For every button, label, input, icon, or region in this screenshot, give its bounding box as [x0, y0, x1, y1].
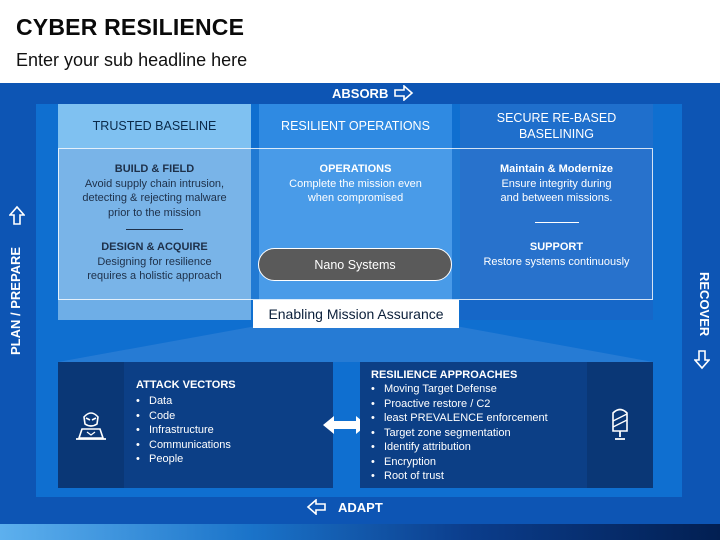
icon-cell — [58, 362, 124, 488]
heading-line: BASELINING — [518, 127, 594, 141]
attack-vectors-list: Data Code Infrastructure Communications … — [136, 394, 231, 467]
arrow-left-icon — [306, 499, 326, 515]
list-item: Moving Target Defense — [371, 382, 548, 397]
block-line: Restore systems continuously — [483, 255, 630, 268]
hacker-laptop-icon — [76, 412, 106, 440]
list-item: Code — [136, 409, 231, 424]
list-item: Data — [136, 394, 231, 409]
attack-vectors-box: ATTACK VECTORS Data Code Infrastructure … — [58, 362, 333, 488]
list-item: People — [136, 452, 231, 467]
resilience-approaches-box: RESILIENCE APPROACHES Moving Target Defe… — [360, 362, 653, 488]
column-secure-rebased: SECURE RE-BASED BASELINING Maintain & Mo… — [460, 104, 653, 320]
adapt-label: ADAPT — [338, 500, 383, 515]
column-heading: RESILIENT OPERATIONS — [259, 104, 452, 148]
list-item: Proactive restore / C2 — [371, 397, 548, 412]
list-item: Target zone segmentation — [371, 426, 548, 441]
arrow-right-icon — [394, 85, 414, 101]
maintain-modernize-block: Maintain & Modernize Ensure integrity du… — [468, 162, 645, 206]
page-subtitle: Enter your sub headline here — [16, 50, 248, 70]
block-title: OPERATIONS — [319, 163, 392, 175]
block-title: BUILD & FIELD — [114, 163, 195, 175]
list-item: least PREVALENCE enforcement — [371, 411, 548, 426]
list-item: Identify attribution — [371, 440, 548, 455]
column-heading: TRUSTED BASELINE — [58, 104, 251, 148]
block-title: DESIGN & ACQUIRE — [101, 241, 208, 253]
block-line: Designing for resilience — [97, 255, 212, 268]
block-title: SUPPORT — [529, 241, 584, 253]
support-block: SUPPORT Restore systems continuously — [468, 240, 645, 269]
design-acquire-block: DESIGN & ACQUIRE Designing for resilienc… — [66, 240, 243, 284]
mission-assurance-banner: Enabling Mission Assurance — [253, 300, 459, 328]
block-line: requires a holistic approach — [87, 270, 222, 282]
block-line: detecting & rejecting malware — [82, 192, 227, 204]
shield-terminal-icon — [612, 408, 628, 440]
list-item: Infrastructure — [136, 423, 231, 438]
icon-cell — [587, 362, 653, 488]
resilience-approaches-list: Moving Target Defense Proactive restore … — [371, 382, 548, 484]
column-trusted-baseline: TRUSTED BASELINE BUILD & FIELD Avoid sup… — [58, 104, 251, 320]
operations-block: OPERATIONS Complete the mission even whe… — [267, 162, 444, 206]
list-item: Root of trust — [371, 469, 548, 484]
column-resilient-operations: RESILIENT OPERATIONS OPERATIONS Complete… — [259, 104, 452, 320]
block-line: and between missions. — [500, 192, 613, 204]
list-item: Encryption — [371, 455, 548, 470]
divider — [126, 229, 183, 230]
arrow-down-icon — [694, 350, 710, 370]
heading-line: SECURE RE-BASED — [496, 111, 617, 125]
divider — [535, 222, 579, 223]
bottom-gradient-strip — [0, 524, 720, 540]
block-line: Ensure integrity during — [501, 177, 612, 190]
arrow-up-icon — [9, 205, 25, 225]
block-line: Avoid supply chain intrusion, — [84, 177, 225, 190]
block-line: Complete the mission even — [289, 177, 422, 190]
block-line: when compromised — [307, 192, 404, 204]
double-arrow-icon — [323, 416, 367, 434]
absorb-label: ABSORB — [332, 86, 389, 101]
build-field-block: BUILD & FIELD Avoid supply chain intrusi… — [66, 162, 243, 220]
column-heading: SECURE RE-BASED BASELINING — [460, 104, 653, 148]
attack-vectors-title: ATTACK VECTORS — [136, 379, 236, 391]
block-line: prior to the mission — [108, 206, 201, 219]
page-title: CYBER RESILIENCE — [16, 14, 245, 40]
list-item: Communications — [136, 438, 231, 453]
block-title: Maintain & Modernize — [499, 163, 614, 175]
resilience-approaches-title: RESILIENCE APPROACHES — [371, 369, 518, 381]
nano-systems-pill: Nano Systems — [258, 248, 452, 281]
